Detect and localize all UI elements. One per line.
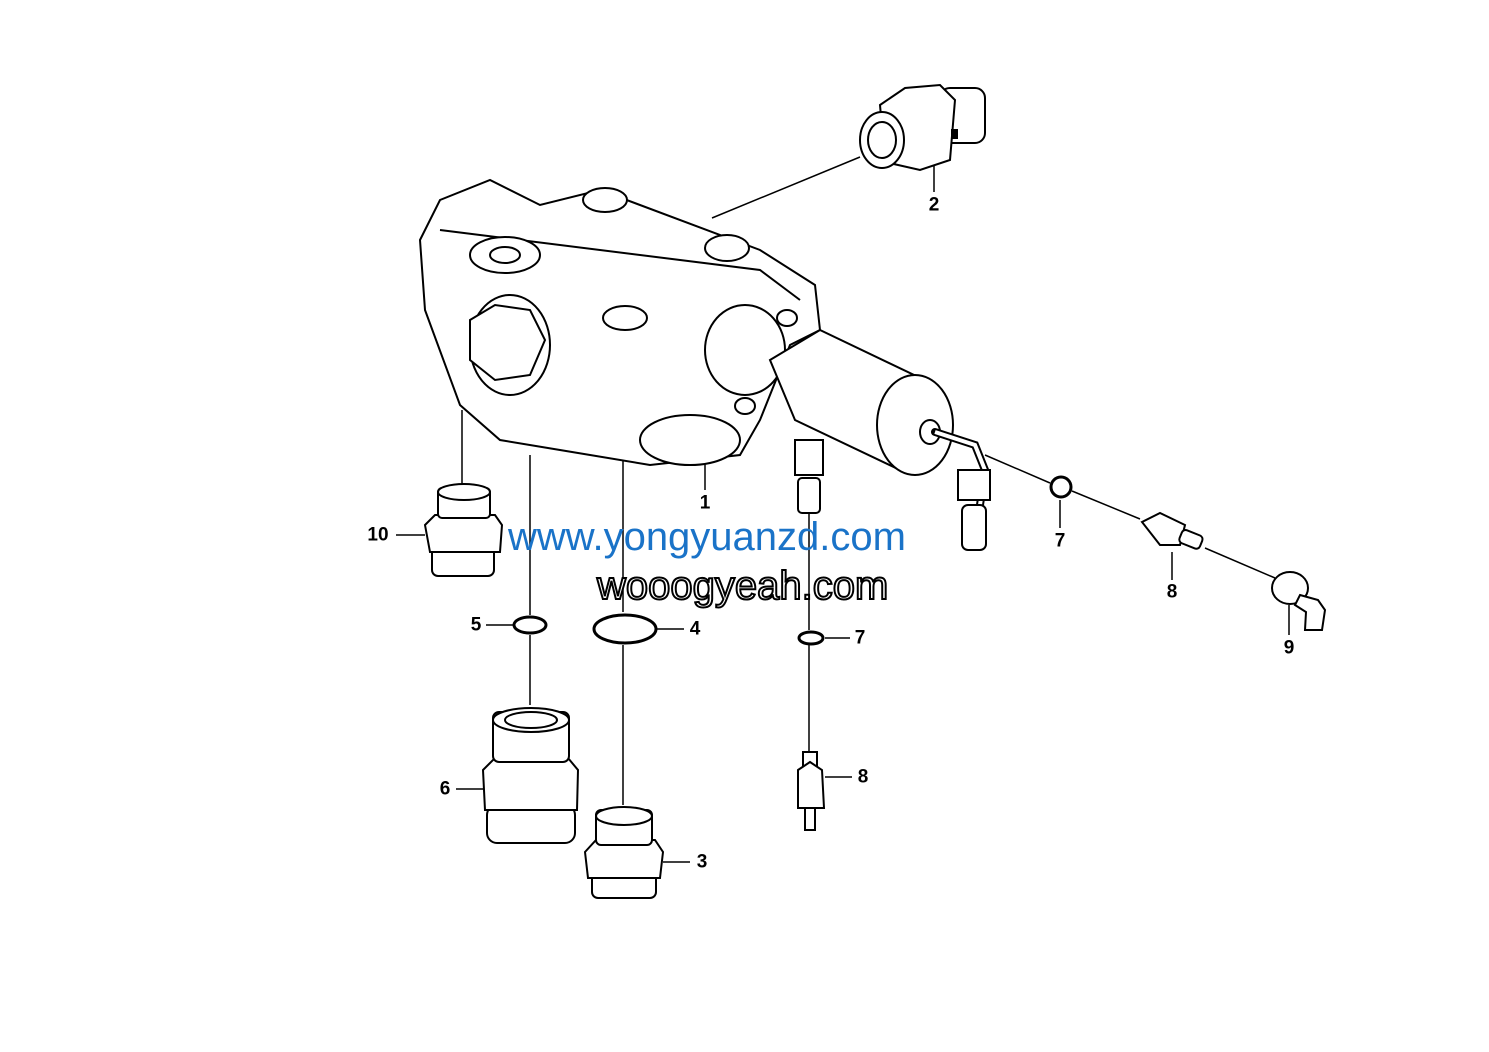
callout-c3: 3 — [696, 851, 708, 873]
callout-c1: 1 — [699, 492, 711, 514]
leader-lines — [396, 156, 1290, 863]
watermark-text: www.yongyuanzd.com — [508, 515, 906, 559]
callout-c7a: 7 — [1054, 530, 1066, 552]
callout-c4: 4 — [689, 618, 701, 640]
solenoid-coil — [768, 328, 991, 551]
fitting-part-8 — [1140, 511, 1204, 550]
pressure-switch-part-2 — [859, 83, 986, 172]
callout-c9: 9 — [1283, 637, 1295, 659]
elbow-part-9 — [1271, 571, 1327, 631]
valve-body-part-1 — [418, 178, 822, 467]
callout-c6: 6 — [439, 778, 451, 800]
o-ring-part-5 — [512, 615, 548, 635]
washer-part-7 — [1049, 475, 1073, 499]
fitting-part-8 — [797, 751, 826, 831]
adapter-part-6 — [481, 707, 580, 844]
adapter-part-3 — [583, 806, 665, 899]
o-ring-part-4 — [592, 613, 658, 645]
washer-part-7 — [797, 630, 825, 646]
callout-c2: 2 — [928, 194, 940, 216]
adapter-part-10 — [423, 483, 504, 577]
watermark-text: wooogyeah.com — [596, 564, 889, 608]
callout-c10: 10 — [367, 524, 389, 546]
callout-c5: 5 — [470, 614, 482, 636]
callout-c8a: 8 — [1166, 581, 1178, 603]
callout-c7b: 7 — [854, 627, 866, 649]
callout-c8b: 8 — [857, 766, 869, 788]
